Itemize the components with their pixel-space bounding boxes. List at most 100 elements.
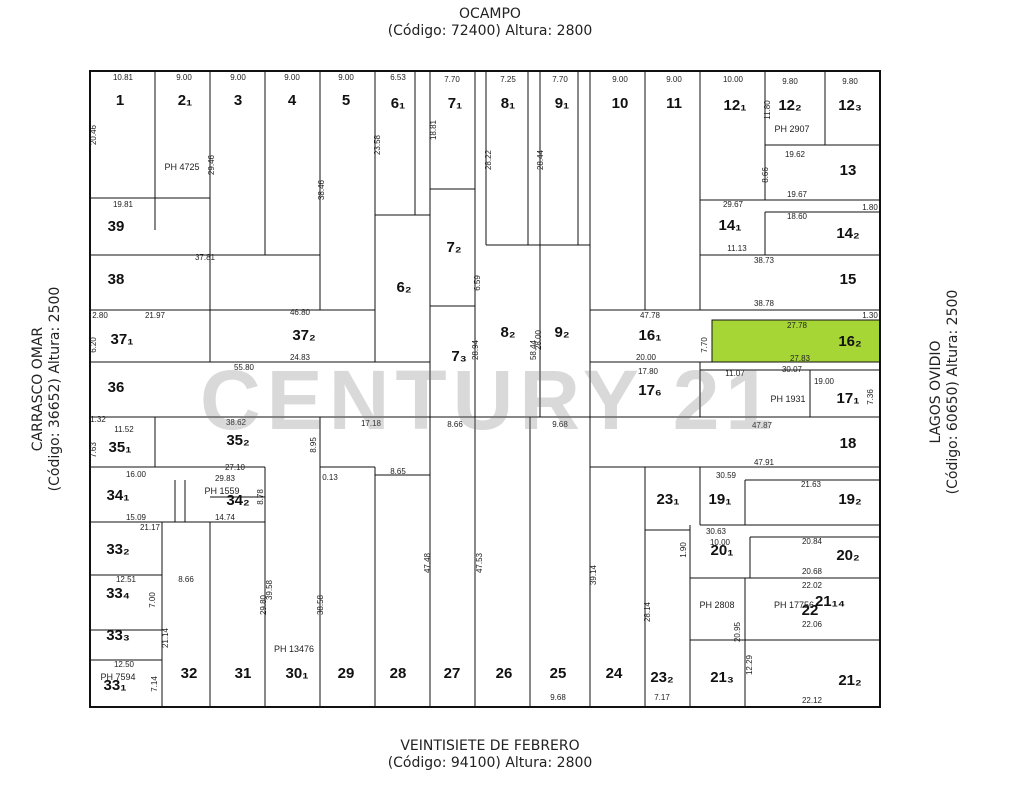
dimension-label: 9.00 [230,73,246,82]
parcel-number: 33₄ [106,585,130,602]
dimension-label: 10.00 [710,538,731,547]
dimension-label: 15.09 [126,513,147,522]
dimension-label: 11.13 [727,244,747,253]
dimension-label: 39.14 [589,564,598,585]
parcel-number: 23₁ [657,491,680,508]
dimension-label: 17.80 [638,367,659,376]
dimension-label: 47.48 [423,552,432,573]
dimension-label: 38.73 [754,256,775,265]
dimension-label: 20.68 [802,567,823,576]
street-south-name: VEINTISIETE DE FEBRERO [400,738,580,754]
dimension-label: 9.00 [338,73,354,82]
parcel-number: 38 [108,271,125,288]
dimension-label: 27.83 [790,354,811,363]
dimension-label: 30.07 [782,365,803,374]
parcel-number: 27 [444,665,461,682]
parcel-number: 14₂ [836,225,859,242]
parcel-number: 10 [612,95,629,112]
ph-label: PH 13476 [274,644,314,654]
street-north-name: OCAMPO [459,6,521,22]
parcel-number: 33₁ [104,677,127,694]
dimension-label: 9.68 [550,693,566,702]
dimension-label: 29.80 [259,594,268,615]
parcel-number: 29 [338,665,355,682]
dimension-label: 28.94 [471,339,480,360]
parcel-number: 28 [390,665,407,682]
dimension-label: 7.70 [552,75,568,84]
dimension-label: 24.83 [290,353,311,362]
dimension-label: 29.83 [215,474,236,483]
dimension-label: 8.65 [390,467,406,476]
parcel-number: 21₁₄ [815,593,845,610]
dimension-label: 1.30 [862,311,878,320]
street-north-meta: (Código: 72400) Altura: 2800 [387,23,593,39]
parcel-number: 37₂ [292,327,315,344]
dimension-label: 21.97 [145,311,166,320]
parcel-number: 17₆ [638,382,662,399]
dimension-label: 38.46 [317,179,326,200]
dimension-label: 7.36 [866,389,875,405]
ph-label: PH 1931 [770,394,805,404]
dimension-label: 6.20 [89,337,98,353]
dimension-label: 22.06 [802,620,823,629]
parcel-number: 31 [235,665,252,682]
dimension-label: 28.14 [643,601,652,622]
dimension-label: 7.25 [500,75,516,84]
street-south-meta: (Código: 94100) Altura: 2800 [387,755,593,771]
ph-label: PH 17756 [774,600,814,610]
dimension-label: 19.81 [113,200,134,209]
parcel-number: 36 [108,379,125,396]
dimension-label: 30.59 [716,471,737,480]
dimension-label: 27.78 [787,321,808,330]
parcel-number: 6₂ [396,279,411,296]
dimension-label: 20.46 [89,124,98,145]
parcel-number: 15 [840,271,857,288]
parcel-number: 4 [288,92,297,109]
ph-label: PH 2907 [774,124,809,134]
dimension-label: 8.66 [447,420,463,429]
parcel-number: 21₂ [838,672,861,689]
parcel-number: 39 [108,218,125,235]
parcel-number: 6₁ [391,95,406,112]
parcel-number: 1 [116,92,124,109]
dimension-label: 46.80 [290,308,311,317]
block-outline [89,70,881,708]
dimension-label: 12.29 [745,654,754,675]
parcel-number: 12₁ [724,97,747,114]
parcel-number: 35₁ [109,439,132,456]
dimension-label: 19.62 [785,150,806,159]
parcel-number: 13 [840,162,857,179]
dimension-label: 2.80 [92,311,108,320]
parcel-number: 25 [550,665,567,682]
parcel-number: 9₁ [555,95,570,112]
dimension-label: 23.58 [373,134,382,155]
parcel-number: 17₁ [837,390,860,407]
dimension-label: 21.14 [161,627,170,648]
dimension-label: 11.52 [114,425,134,434]
dimension-label: 9.00 [284,73,300,82]
dimension-label: 16.00 [126,470,147,479]
parcel-number: 3 [234,92,242,109]
street-south-label: VEINTISIETE DE FEBRERO (Código: 94100) A… [355,738,625,772]
dimension-label: 7.70 [700,337,709,353]
dimension-label: 12.51 [116,575,137,584]
parcel-number: 23₂ [650,669,673,686]
dimension-label: 28.00 [534,329,543,350]
parcel-number: 8₂ [500,324,515,341]
dimension-label: 11.07 [725,369,745,378]
dimension-label: 6.59 [473,275,482,291]
street-north-label: OCAMPO (Código: 72400) Altura: 2800 [355,6,625,40]
parcel-number: 8₁ [501,95,516,112]
parcel-number: 16₁ [639,327,662,344]
dimension-label: 58.44 [529,339,538,360]
parcel-number: 12₃ [838,97,862,114]
dimension-label: 7.00 [148,592,157,608]
ph-label: PH 7594 [100,672,135,682]
parcel-number: 9₂ [554,324,569,341]
parcel-number: 33₂ [106,541,129,558]
dimension-label: 37.81 [195,253,216,262]
parcel-number: 35₂ [226,432,249,449]
parcel-number: 20₂ [836,547,859,564]
dimension-label: 7.63 [89,442,98,458]
parcel-number: 11 [666,95,682,112]
